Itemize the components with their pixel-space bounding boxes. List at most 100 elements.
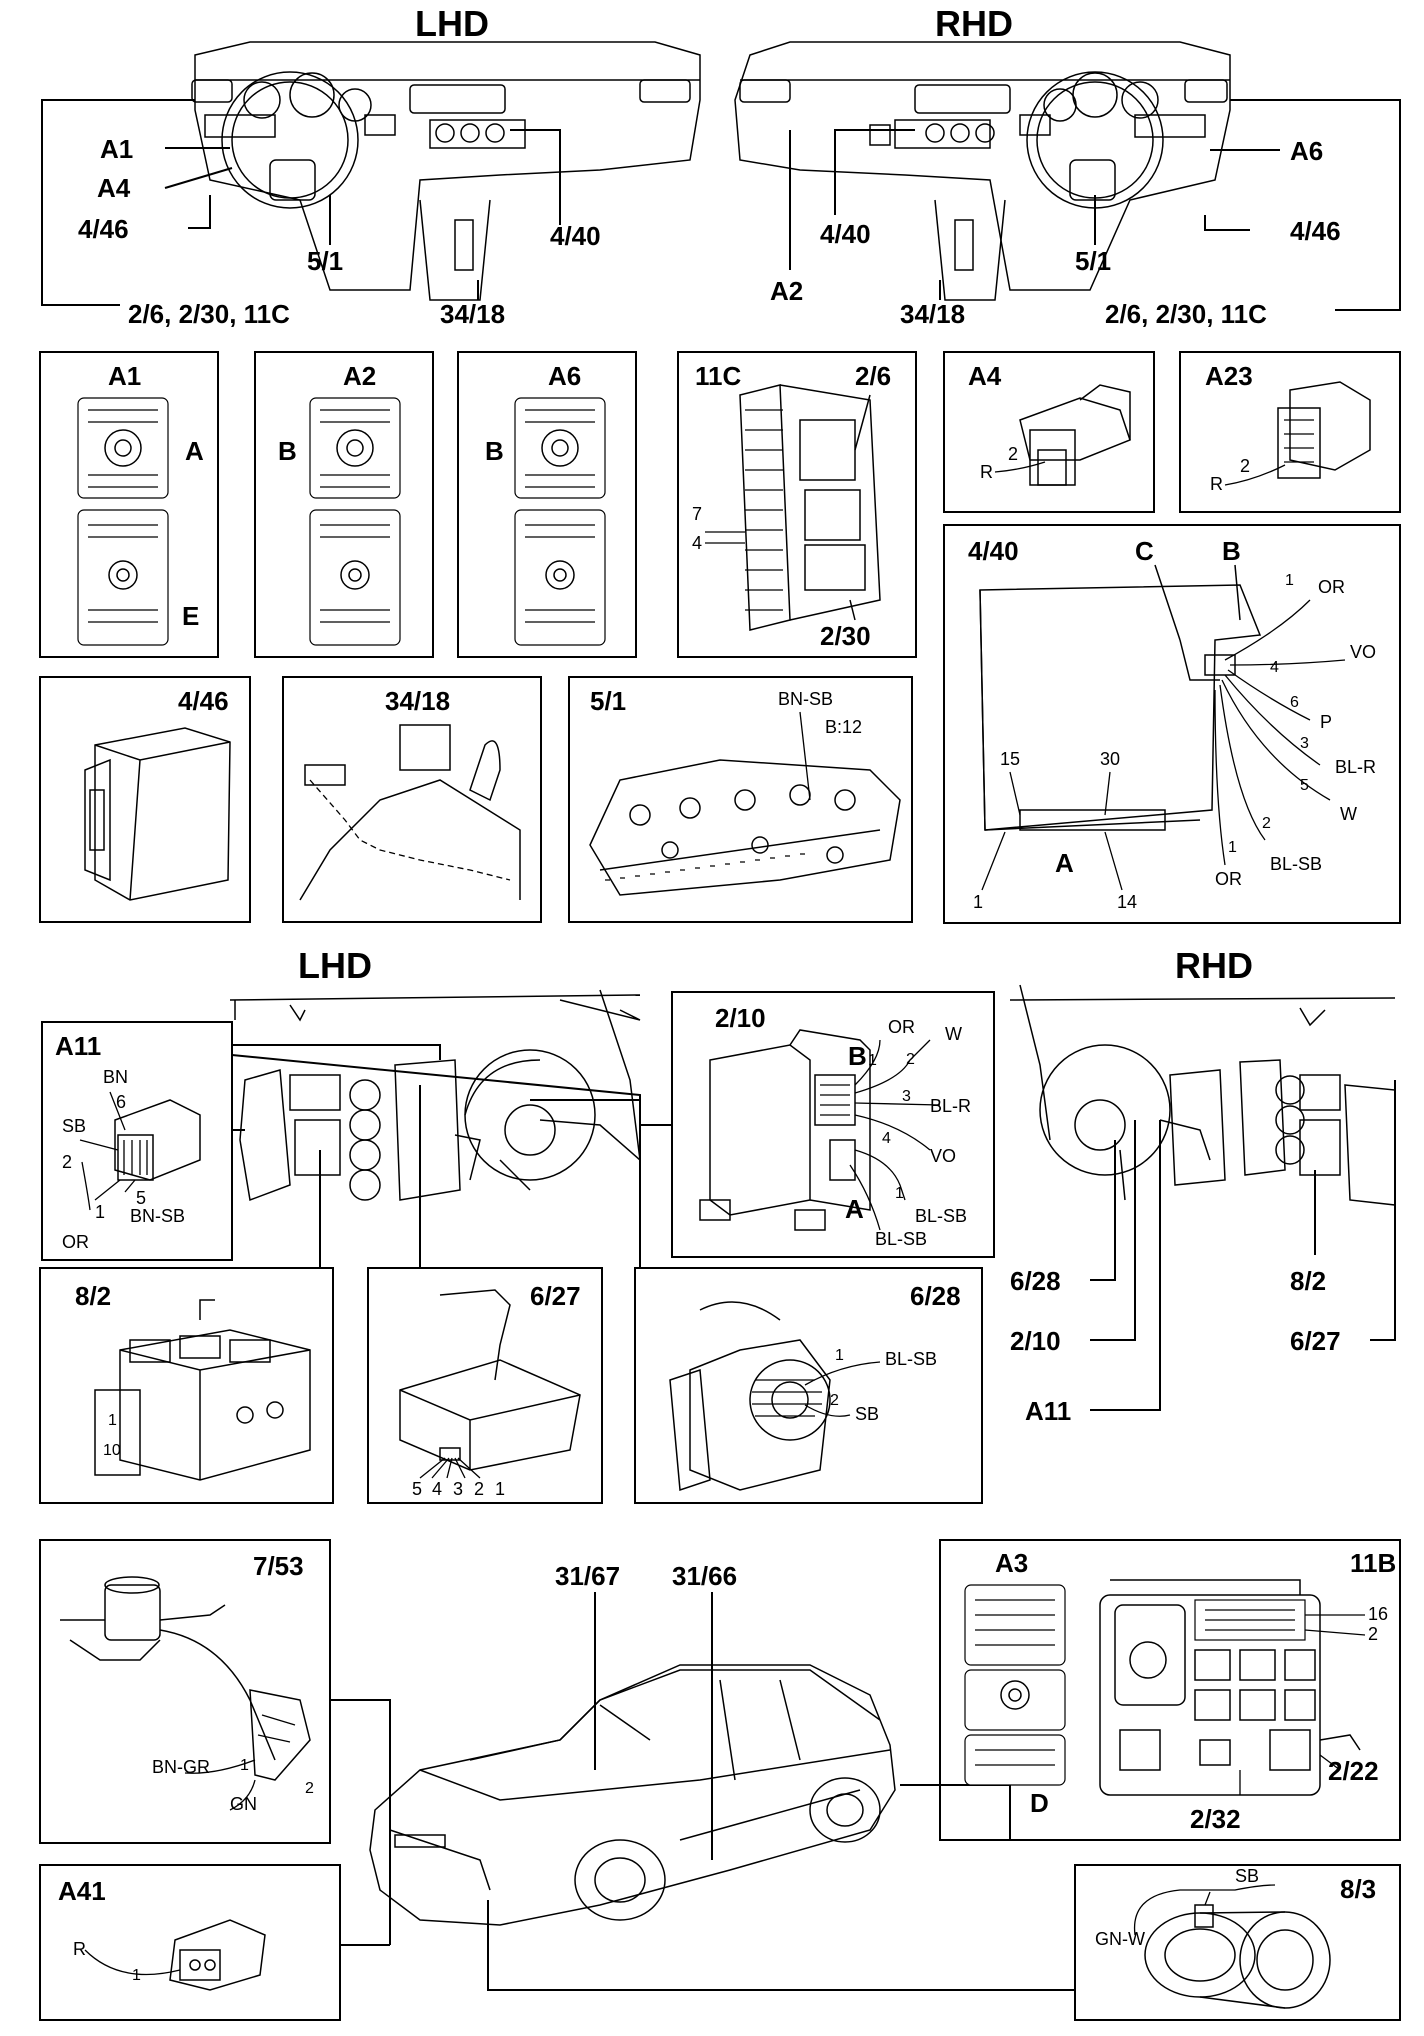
rhd-628-label: 6/28 bbox=[1010, 1266, 1061, 1296]
lhd-callout-lines bbox=[41, 99, 561, 306]
panel-a11-p5: 5 bbox=[136, 1188, 146, 1208]
11c-fusebox-illustration bbox=[739, 384, 881, 631]
mid-lhd-interior-illustration bbox=[229, 989, 641, 1202]
83-compressor-illustration bbox=[1144, 1904, 1331, 2009]
panel-628-blsb: BL-SB bbox=[885, 1349, 937, 1369]
210-wire-fan bbox=[849, 1039, 941, 1231]
panel-628-p1: 1 bbox=[835, 1347, 844, 1364]
panel-a41 bbox=[39, 1864, 341, 2021]
panel-11c-pin7: 7 bbox=[692, 504, 702, 524]
panel-440-c: C bbox=[1135, 536, 1154, 566]
panel-210-p4: 4 bbox=[882, 1130, 891, 1147]
446-module-illustration bbox=[84, 727, 231, 901]
panel-440-wire4-pin: 3 bbox=[1300, 735, 1309, 752]
panel-627 bbox=[367, 1267, 603, 1504]
rhd-51-label: 5/1 bbox=[1075, 246, 1111, 276]
panel-a11-p1: 1 bbox=[95, 1202, 105, 1222]
panel-210-title: 2/10 bbox=[715, 1003, 766, 1033]
top-lhd-heading: LHD bbox=[415, 3, 489, 44]
panel-a4-title: A4 bbox=[968, 361, 1002, 391]
panel-51-title: 5/1 bbox=[590, 686, 626, 716]
panel-a23 bbox=[1179, 351, 1401, 513]
rhd-callout-lines bbox=[789, 99, 1401, 311]
panel-a1-tag-e: E bbox=[182, 601, 199, 631]
panel-82-p1: 1 bbox=[108, 1412, 117, 1429]
a2-connector-illustration bbox=[309, 397, 401, 646]
mid-lhd-callout-lines bbox=[231, 1044, 672, 1268]
panel-83-title: 8/3 bbox=[1340, 1874, 1376, 1904]
panel-3418 bbox=[282, 676, 542, 923]
rhd-446-label: 4/46 bbox=[1290, 216, 1341, 246]
panel-82 bbox=[39, 1267, 334, 1504]
627-sensor-illustration bbox=[399, 1289, 581, 1471]
panel-627-pin4: 4 bbox=[432, 1479, 442, 1499]
panel-446 bbox=[39, 676, 251, 923]
panel-51-pin: B:12 bbox=[825, 717, 862, 737]
panel-a1-title: A1 bbox=[108, 361, 141, 391]
lhd-dashboard-illustration bbox=[191, 41, 701, 301]
rhd-440-label: 4/40 bbox=[820, 219, 871, 249]
mid-rhd-interior-illustration bbox=[1009, 984, 1396, 1206]
panel-a2 bbox=[254, 351, 434, 658]
panel-440-wire6-pin: 2 bbox=[1262, 815, 1271, 832]
panel-a11-or: OR bbox=[62, 1232, 89, 1252]
panel-82-p10: 10 bbox=[103, 1442, 121, 1459]
panel-a6-title: A6 bbox=[548, 361, 581, 391]
panel-210-blsb1: BL-SB bbox=[915, 1206, 967, 1226]
panel-628-sb: SB bbox=[855, 1404, 879, 1424]
panel-440-p30: 30 bbox=[1100, 749, 1120, 769]
rhd-dashboard-illustration bbox=[734, 41, 1231, 301]
label-3167: 31/67 bbox=[555, 1561, 620, 1591]
panel-a4-pin: 2 bbox=[1008, 444, 1018, 464]
11c-pin-leaders bbox=[705, 531, 745, 544]
panel-440-wire7-pin: 1 bbox=[1228, 839, 1237, 856]
panel-627-title: 6/27 bbox=[530, 1281, 581, 1311]
panel-a6 bbox=[457, 351, 637, 658]
753-valve-illustration bbox=[60, 1576, 311, 1781]
panel-11b-a3: A3 bbox=[995, 1548, 1028, 1578]
753-wires bbox=[184, 1759, 256, 1811]
top-rhd-heading: RHD bbox=[935, 3, 1013, 44]
panel-627-pin5: 5 bbox=[412, 1479, 422, 1499]
panel-210-blsb2: BL-SB bbox=[875, 1229, 927, 1249]
panel-83-sb: SB bbox=[1235, 1866, 1259, 1886]
panel-753 bbox=[39, 1539, 331, 1844]
panel-a11 bbox=[41, 1021, 233, 1261]
lhd-51-label: 5/1 bbox=[307, 246, 343, 276]
panel-753-p2: 2 bbox=[305, 1780, 314, 1797]
panel-440-wire4-color: BL-R bbox=[1335, 757, 1376, 777]
rhd-bottom-label: 2/6, 2/30, 11C bbox=[1105, 299, 1267, 329]
a23-wire bbox=[1224, 464, 1286, 486]
panel-a11-p2: 2 bbox=[62, 1152, 72, 1172]
440-wire-fan bbox=[1214, 599, 1346, 866]
panel-a11-p6: 6 bbox=[116, 1092, 126, 1112]
a41-wire bbox=[84, 1949, 181, 1976]
panel-627-pin1: 1 bbox=[495, 1479, 505, 1499]
panel-a2-tag-b: B bbox=[278, 436, 297, 466]
rhd-a2-label: A2 bbox=[770, 276, 803, 306]
panel-440-wire5-color: W bbox=[1340, 804, 1357, 824]
panel-a1 bbox=[39, 351, 219, 658]
panel-440-wire2-pin: 4 bbox=[1270, 659, 1279, 676]
panel-210-a1: 1 bbox=[895, 1185, 904, 1202]
panel-a41-title: A41 bbox=[58, 1876, 106, 1906]
panel-11b-d: D bbox=[1030, 1788, 1049, 1818]
a41-connector-illustration bbox=[169, 1919, 266, 1991]
panel-440-wire1-pin: 1 bbox=[1285, 572, 1294, 589]
11b-pin-leaders bbox=[1239, 1614, 1366, 1795]
panel-210-b1: 1 bbox=[868, 1052, 877, 1069]
panel-11b-p16: 16 bbox=[1368, 1604, 1388, 1624]
panel-628-title: 6/28 bbox=[910, 1281, 961, 1311]
panel-753-gn: GN bbox=[230, 1794, 257, 1814]
panel-210-b: B bbox=[848, 1041, 867, 1071]
a4-connector-illustration bbox=[1019, 384, 1131, 486]
a1-connector-illustration bbox=[77, 397, 169, 646]
82-relay-illustration bbox=[94, 1299, 311, 1481]
panel-51 bbox=[568, 676, 913, 923]
car-callout-lines bbox=[330, 1592, 1075, 1991]
rhd-a6-label: A6 bbox=[1290, 136, 1323, 166]
440-pin-leaders bbox=[981, 771, 1123, 891]
lhd-a4-label: A4 bbox=[97, 173, 131, 203]
panel-210-or: OR bbox=[888, 1017, 915, 1037]
